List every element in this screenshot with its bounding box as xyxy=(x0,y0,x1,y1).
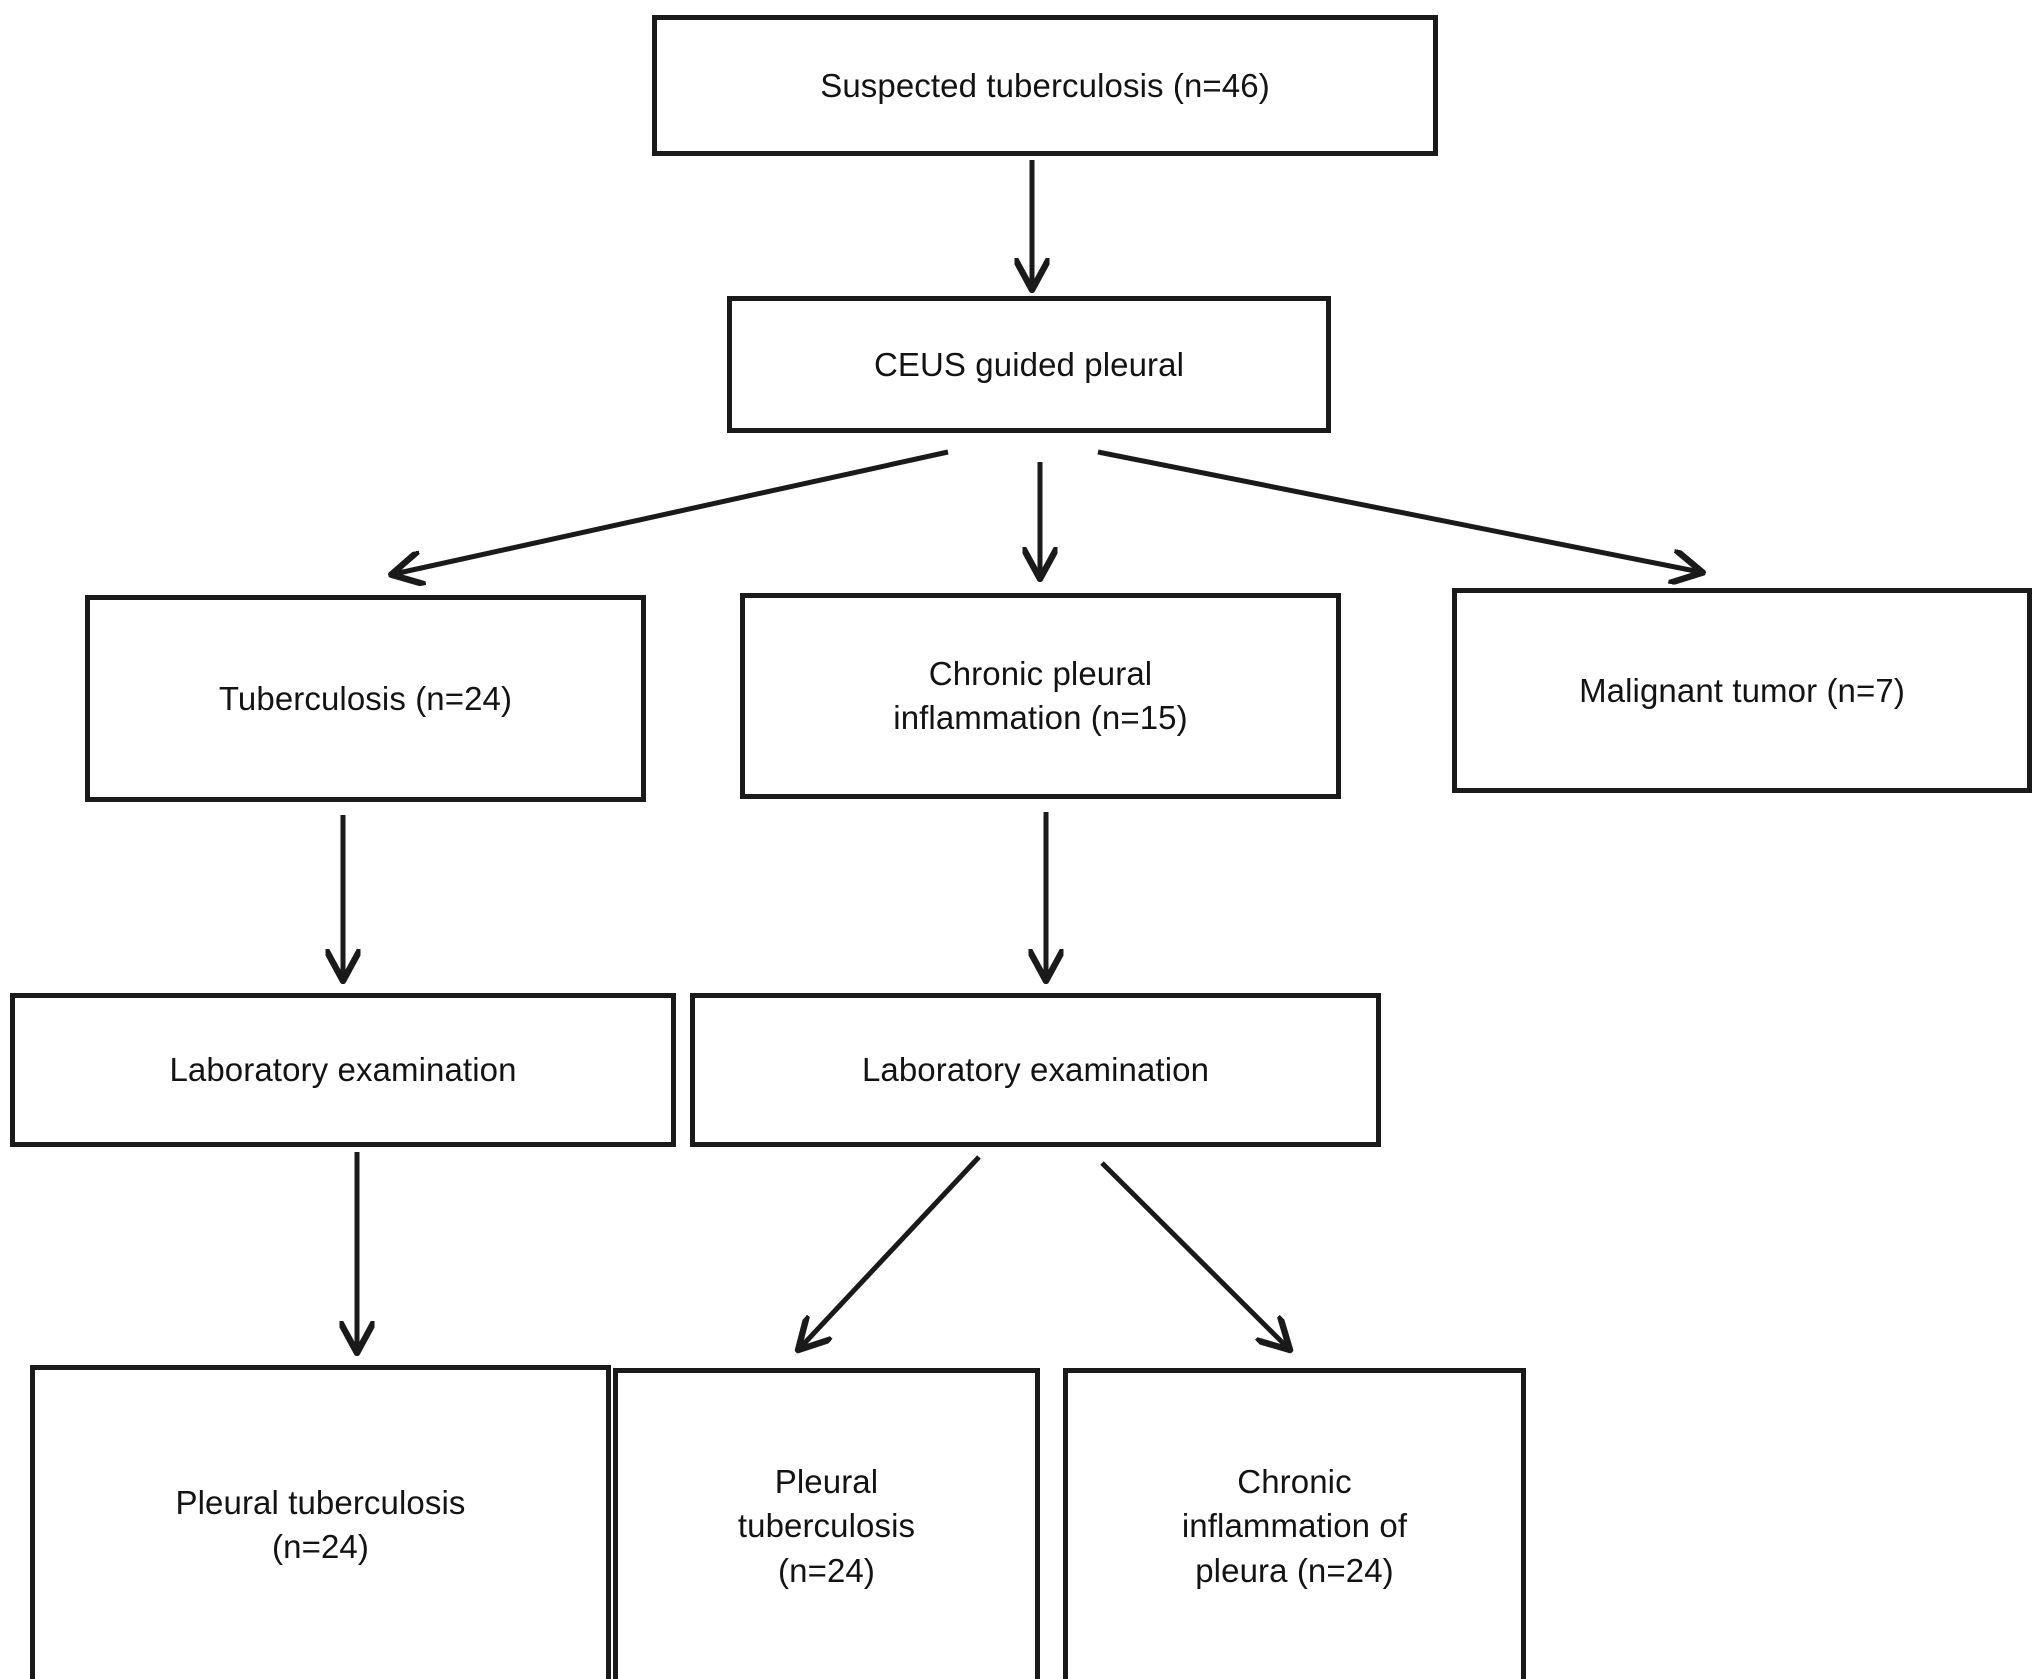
node-laboratory-examination-left[interactable]: Laboratory examination xyxy=(10,993,676,1147)
node-label: Laboratory examination xyxy=(861,1051,1210,1089)
node-pleural-tuberculosis-middle[interactable]: Pleural tuberculosis (n=24) xyxy=(613,1368,1040,1679)
node-tuberculosis[interactable]: Tuberculosis (n=24) xyxy=(85,595,646,802)
node-label: Malignant tumor (n=7) xyxy=(1579,671,1905,709)
node-label: Laboratory examination xyxy=(169,1051,517,1089)
node-label: Chronic inflammation of pleura (n=24) xyxy=(1181,1463,1408,1589)
node-chronic-inflammation-of-pleura[interactable]: Chronic inflammation of pleura (n=24) xyxy=(1063,1368,1526,1679)
edge-lab-right-to-pleural-tb-2 xyxy=(800,1155,981,1348)
node-label: Tuberculosis (n=24) xyxy=(218,679,513,717)
node-label: Pleural tuberculosis (n=24) xyxy=(737,1463,916,1589)
node-suspected-tuberculosis[interactable]: Suspected tuberculosis (n=46) xyxy=(652,15,1438,156)
node-label: Pleural tuberculosis (n=24) xyxy=(175,1483,466,1565)
edge-ceus-to-malignant xyxy=(1097,449,1700,572)
node-chronic-pleural-inflammation[interactable]: Chronic pleural inflammation (n=15) xyxy=(740,593,1341,799)
node-label: Suspected tuberculosis (n=46) xyxy=(820,66,1270,104)
node-label: Chronic pleural inflammation (n=15) xyxy=(893,654,1188,736)
node-laboratory-examination-right[interactable]: Laboratory examination xyxy=(690,993,1381,1147)
edge-ceus-to-tuberculosis xyxy=(394,449,949,574)
node-malignant-tumor[interactable]: Malignant tumor (n=7) xyxy=(1452,588,2032,793)
node-pleural-tuberculosis-left[interactable]: Pleural tuberculosis (n=24) xyxy=(30,1365,611,1679)
node-ceus-guided-pleural[interactable]: CEUS guided pleural xyxy=(727,296,1331,433)
node-label: CEUS guided pleural xyxy=(873,345,1185,383)
edge-lab-right-to-chronic-inflam xyxy=(1100,1161,1288,1348)
